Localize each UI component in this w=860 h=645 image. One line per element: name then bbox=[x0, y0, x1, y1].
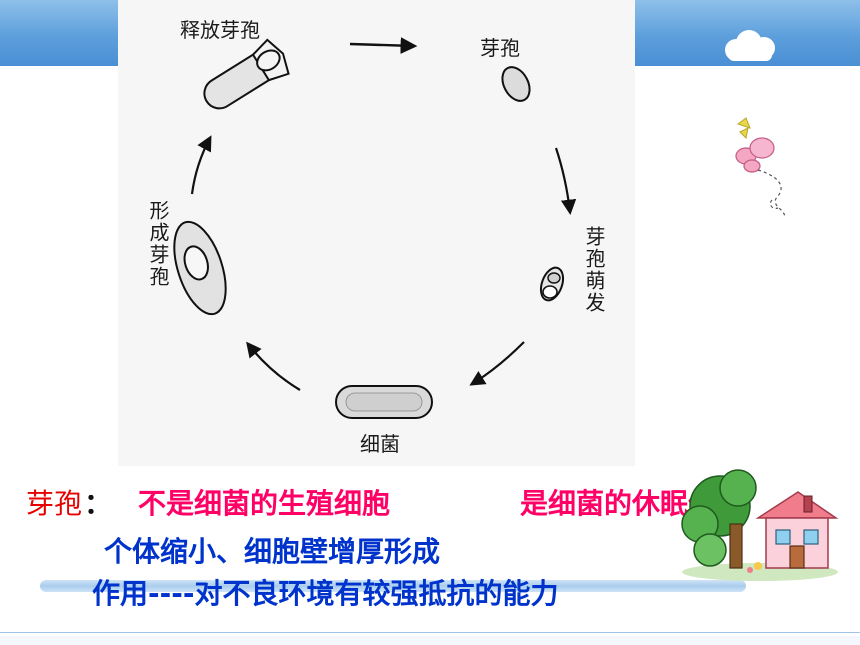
germinating-spore bbox=[539, 266, 565, 302]
label-release-spore: 释放芽孢 bbox=[180, 18, 260, 42]
forming-spore-cell bbox=[173, 220, 227, 316]
definition-dormant-body: 是细菌的休眠体 bbox=[520, 487, 717, 520]
bacterium-cell bbox=[335, 385, 433, 419]
cycle-arrow-left-lower bbox=[246, 341, 301, 391]
formation-description: 个体缩小、细胞壁增厚形成 bbox=[104, 535, 441, 568]
label-spore-germination: 芽孢萌发 bbox=[582, 226, 606, 314]
term-colon: ： bbox=[84, 487, 113, 520]
function-description: 作用----对不良环境有较强抵抗的能力 bbox=[92, 577, 559, 610]
label-spore: 芽孢 bbox=[480, 36, 520, 60]
cycle-arrow-right-lower bbox=[469, 341, 525, 386]
house-illustration bbox=[681, 469, 839, 581]
footer-band bbox=[0, 636, 860, 645]
footer-rule bbox=[0, 632, 860, 633]
highlight-stroke bbox=[40, 580, 746, 592]
releasing-spore-cell bbox=[203, 38, 290, 110]
spore-cycle-diagram: 释放芽孢 芽孢 芽孢萌发 细菌 形成芽孢 bbox=[118, 0, 635, 466]
definition-not-reproductive: 不是细菌的生殖细胞 bbox=[138, 487, 391, 520]
term-spore: 芽孢 bbox=[26, 487, 83, 520]
cycle-arrow-right-upper bbox=[554, 147, 577, 216]
free-spore bbox=[501, 66, 531, 102]
cloud-icon bbox=[725, 30, 775, 61]
label-form-spore: 形成芽孢 bbox=[146, 200, 170, 288]
butterfly-icon bbox=[735, 117, 786, 219]
cycle-arrow-top bbox=[349, 37, 418, 54]
diagram-drawing bbox=[173, 37, 577, 419]
cycle-arrow-left-upper bbox=[190, 135, 212, 195]
label-bacterium: 细菌 bbox=[360, 432, 400, 456]
